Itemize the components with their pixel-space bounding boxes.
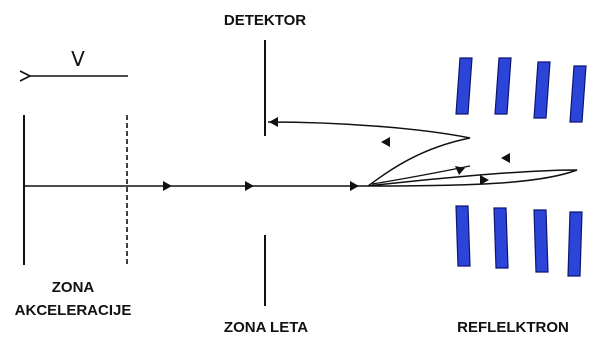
reflectron-plate: [533, 61, 551, 119]
ion-path-return: [267, 121, 471, 187]
arrowhead: [350, 181, 359, 191]
reflectron-plate: [455, 205, 471, 267]
reflectron-plate: [533, 209, 549, 273]
reflectron-label: REFLELKTRON: [457, 319, 569, 336]
acceleration-zone-label-line2: AKCELERACIJE: [15, 302, 132, 319]
velocity-label: V: [71, 47, 85, 71]
arrowhead: [455, 166, 465, 175]
arrowhead: [163, 181, 172, 191]
acceleration-zone-label-line1: ZONA: [52, 279, 95, 296]
reflectron-plate: [567, 211, 583, 277]
reflectron-plate: [494, 57, 512, 115]
reflectron-plates: [455, 57, 587, 277]
reflectron-plate: [569, 65, 587, 123]
flight-zone-label: ZONA LETA: [224, 319, 308, 336]
reflectron-plate: [455, 57, 473, 115]
reflectron-plate: [493, 207, 509, 269]
arrowhead: [269, 117, 278, 127]
ion-path-outer-loop: [367, 169, 578, 187]
arrowhead: [480, 175, 489, 185]
detector-label: DETEKTOR: [224, 12, 306, 29]
arrowhead: [245, 181, 254, 191]
arrowhead: [501, 153, 510, 163]
arrowhead: [381, 137, 390, 147]
ion-path-inner: [371, 165, 471, 185]
